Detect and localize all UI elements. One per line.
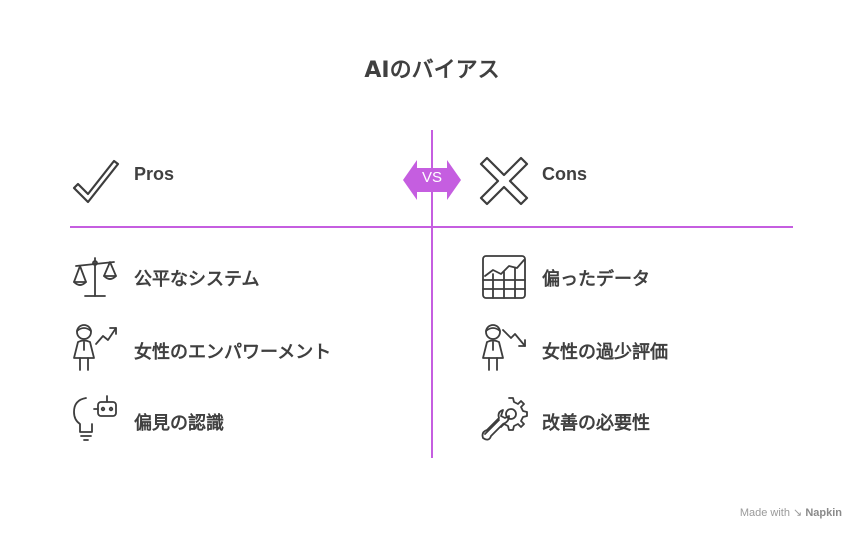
woman-decline-icon <box>482 324 526 371</box>
data-chart-icon <box>482 255 526 299</box>
cons-item-2: 女性の過少評価 <box>542 342 668 363</box>
pros-item-3: 偏見の認識 <box>134 413 224 434</box>
checkmark-icon <box>72 159 120 204</box>
woman-growth-icon <box>73 324 117 371</box>
vs-label: VS <box>421 169 442 186</box>
credit-prefix: Made with <box>739 507 790 519</box>
balance-scale-icon <box>73 257 117 297</box>
pros-header: Pros <box>134 164 175 184</box>
vs-badge-icon <box>403 160 461 200</box>
pros-item-2: 女性のエンパワーメント <box>134 342 332 363</box>
horizontal-divider <box>70 226 793 228</box>
napkin-logo-icon: ↘ <box>793 507 803 519</box>
x-mark-icon <box>479 156 529 206</box>
vertical-divider <box>431 130 433 458</box>
wrench-gear-icon <box>481 397 528 441</box>
cons-item-3: 改善の必要性 <box>542 413 650 434</box>
diagram-title: AIのバイアス <box>364 58 500 83</box>
lightbulb-robot-icon <box>73 395 117 441</box>
made-with-napkin-credit: Made with ↘ Napkin <box>740 506 842 519</box>
pros-item-1: 公平なシステム <box>134 269 260 290</box>
credit-brand: Napkin <box>805 507 842 519</box>
cons-header: Cons <box>542 164 587 184</box>
cons-item-1: 偏ったデータ <box>542 269 650 290</box>
